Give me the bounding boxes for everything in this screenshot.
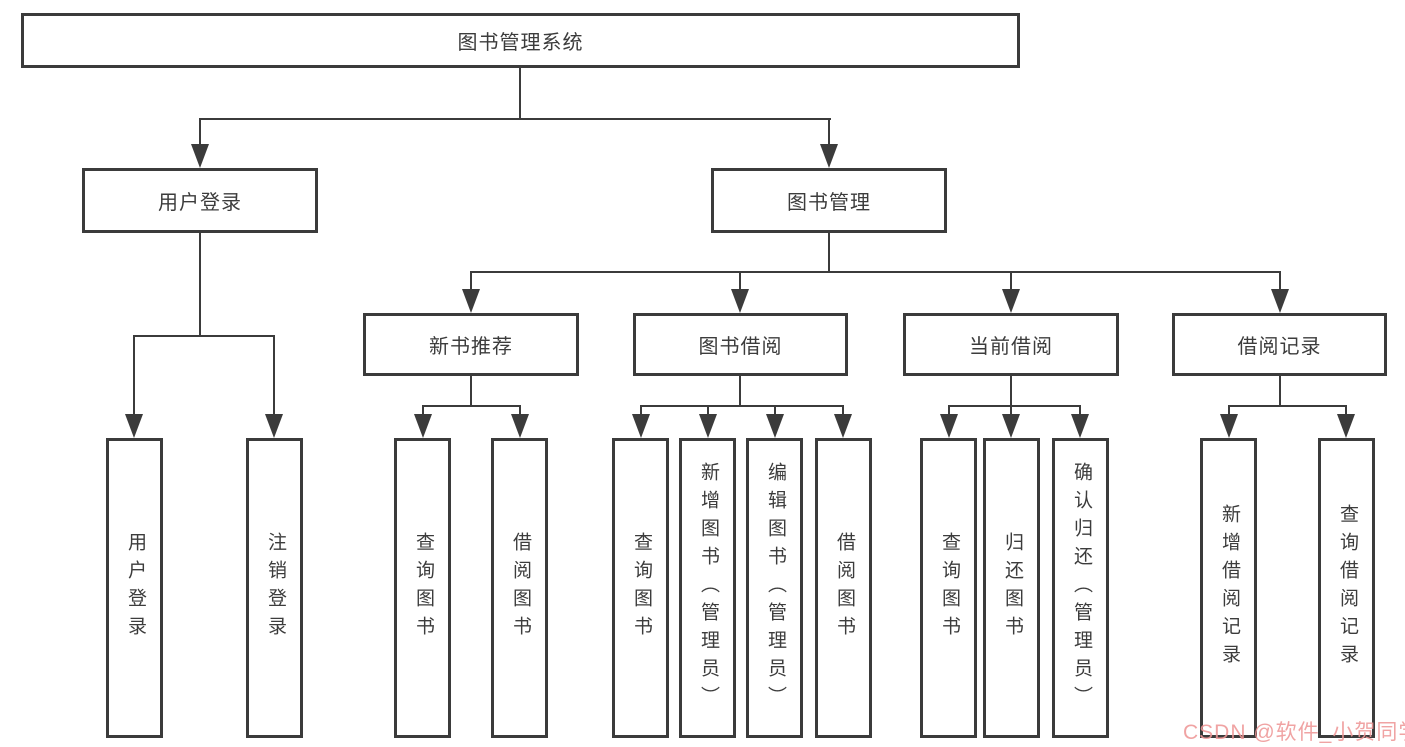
- arrowhead-bb-borrow: [834, 414, 852, 438]
- leaf-user-login: 用户登录: [106, 438, 163, 738]
- leaf-bb-edit-book-admin-label: 编辑图书（管理员）: [764, 462, 786, 714]
- arrowhead-book-borrow: [731, 289, 749, 313]
- arrowhead-leaf-login: [125, 414, 143, 438]
- connector-bookmgmt-vertical: [828, 233, 830, 273]
- leaf-bb-edit-book-admin: 编辑图书（管理员）: [746, 438, 803, 738]
- connector-stub-bb-add: [707, 405, 709, 416]
- connector-stub-bb-edit: [774, 405, 776, 416]
- connector-root-horizontal: [199, 118, 831, 120]
- leaf-bb-borrow-book: 借阅图书: [815, 438, 872, 738]
- node-book-borrow: 图书借阅: [633, 313, 848, 376]
- connector-cb-horizontal: [948, 405, 1081, 407]
- connector-nbr-vertical: [470, 376, 472, 407]
- arrowhead-user-login: [191, 144, 209, 168]
- connector-nbr-horizontal: [422, 405, 521, 407]
- connector-userlogin-horizontal: [133, 335, 275, 337]
- node-borrow-records-label: 借阅记录: [1237, 336, 1322, 358]
- arrowhead-leaf-logout: [265, 414, 283, 438]
- leaf-cb-return-book-label: 归还图书: [1001, 532, 1023, 644]
- connector-stub-cb-confirm: [1079, 405, 1081, 416]
- arrowhead-bb-add: [699, 414, 717, 438]
- leaf-nbr-borrow-book: 借阅图书: [491, 438, 548, 738]
- connector-stub-br-query: [1345, 405, 1347, 416]
- connector-stub-cb-return: [1010, 405, 1012, 416]
- connector-bb-vertical: [739, 376, 741, 407]
- connector-stub-cb-query: [948, 405, 950, 416]
- leaf-logout-label: 注销登录: [264, 532, 286, 644]
- leaf-cb-query-book-label: 查询图书: [938, 532, 960, 644]
- node-borrow-records: 借阅记录: [1172, 313, 1387, 376]
- connector-stub-new-book: [470, 271, 472, 291]
- arrowhead-br-query: [1337, 414, 1355, 438]
- node-user-login: 用户登录: [82, 168, 318, 233]
- connector-br-vertical: [1279, 376, 1281, 407]
- node-book-management: 图书管理: [711, 168, 947, 233]
- leaf-cb-query-book: 查询图书: [920, 438, 977, 738]
- connector-userlogin-vertical: [199, 233, 201, 337]
- leaf-br-query-record-label: 查询借阅记录: [1336, 504, 1358, 672]
- arrowhead-cb-query: [940, 414, 958, 438]
- connector-br-horizontal: [1228, 405, 1347, 407]
- arrowhead-cb-confirm: [1071, 414, 1089, 438]
- connector-stub-leaf-logout: [273, 335, 275, 416]
- arrowhead-nbr-query: [414, 414, 432, 438]
- arrowhead-current-borrow: [1002, 289, 1020, 313]
- connector-bookmgmt-horizontal: [470, 271, 1281, 273]
- node-root-system-label: 图书管理系统: [457, 32, 584, 54]
- leaf-bb-add-book-admin: 新增图书（管理员）: [679, 438, 736, 738]
- node-current-borrow: 当前借阅: [903, 313, 1119, 376]
- leaf-cb-confirm-return-admin-label: 确认归还（管理员）: [1070, 462, 1092, 714]
- leaf-bb-query-book: 查询图书: [612, 438, 669, 738]
- leaf-br-query-record: 查询借阅记录: [1318, 438, 1375, 738]
- connector-root-vertical: [519, 68, 521, 120]
- leaf-nbr-borrow-book-label: 借阅图书: [509, 532, 531, 644]
- connector-stub-user-login: [199, 118, 201, 146]
- connector-bb-horizontal: [640, 405, 844, 407]
- leaf-cb-return-book: 归还图书: [983, 438, 1040, 738]
- connector-stub-br-add: [1228, 405, 1230, 416]
- leaf-cb-confirm-return-admin: 确认归还（管理员）: [1052, 438, 1109, 738]
- leaf-br-add-record: 新增借阅记录: [1200, 438, 1257, 738]
- leaf-bb-query-book-label: 查询图书: [630, 532, 652, 644]
- node-root-system: 图书管理系统: [21, 13, 1020, 68]
- arrowhead-bb-edit: [766, 414, 784, 438]
- leaf-nbr-query-book: 查询图书: [394, 438, 451, 738]
- arrowhead-cb-return: [1002, 414, 1020, 438]
- arrowhead-book-mgmt: [820, 144, 838, 168]
- connector-stub-nbr-query: [422, 405, 424, 416]
- node-book-borrow-label: 图书借阅: [698, 336, 783, 358]
- arrowhead-bb-query: [632, 414, 650, 438]
- leaf-user-login-label: 用户登录: [124, 532, 146, 644]
- node-new-book-recommend-label: 新书推荐: [429, 336, 513, 358]
- leaf-logout: 注销登录: [246, 438, 303, 738]
- node-book-management-label: 图书管理: [787, 192, 871, 214]
- connector-cb-vertical: [1010, 376, 1012, 407]
- leaf-bb-borrow-book-label: 借阅图书: [833, 532, 855, 644]
- node-new-book-recommend: 新书推荐: [363, 313, 579, 376]
- node-current-borrow-label: 当前借阅: [969, 336, 1053, 358]
- connector-stub-leaf-login: [133, 335, 135, 416]
- connector-stub-book-borrow: [739, 271, 741, 291]
- arrowhead-new-book: [462, 289, 480, 313]
- arrowhead-nbr-borrow: [511, 414, 529, 438]
- connector-stub-book-mgmt: [828, 118, 830, 146]
- node-user-login-label: 用户登录: [158, 192, 242, 214]
- connector-stub-current-borrow: [1010, 271, 1012, 291]
- leaf-nbr-query-book-label: 查询图书: [412, 532, 434, 644]
- leaf-bb-add-book-admin-label: 新增图书（管理员）: [697, 462, 719, 714]
- connector-stub-bb-borrow: [842, 405, 844, 416]
- arrowhead-br-add: [1220, 414, 1238, 438]
- leaf-br-add-record-label: 新增借阅记录: [1218, 504, 1240, 672]
- connector-stub-borrow-records: [1279, 271, 1281, 291]
- connector-stub-nbr-borrow: [519, 405, 521, 416]
- csdn-watermark: CSDN @软件_小贺同学: [1183, 721, 1405, 744]
- arrowhead-borrow-records: [1271, 289, 1289, 313]
- connector-stub-bb-query: [640, 405, 642, 416]
